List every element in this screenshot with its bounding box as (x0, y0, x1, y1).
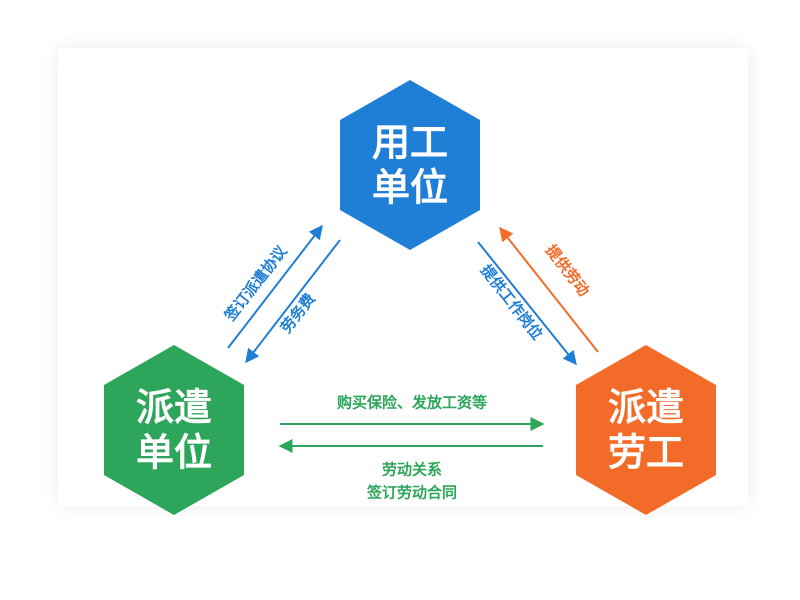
dispatched-worker-hexagon (576, 345, 716, 515)
label-labor-relation: 劳动关系 (382, 461, 442, 479)
dispatch-unit-label-line1: 派遣 (136, 386, 212, 430)
arrow-sign-agreement (227, 224, 323, 349)
arrow-provide-position (477, 241, 577, 366)
dispatch-unit-node: 派遣 单位 (104, 345, 244, 515)
dispatched-worker-label-line1: 派遣 (608, 386, 684, 430)
arrow-provide-labor (499, 226, 599, 353)
employer-label-line2: 单位 (372, 166, 448, 210)
employer-hexagon (340, 80, 480, 250)
label-sign-contract: 签订劳动合同 (366, 484, 457, 502)
dispatch-unit-label-line2: 单位 (136, 431, 212, 475)
dispatch-unit-hexagon (104, 345, 244, 515)
dispatched-worker-label-line2: 劳工 (608, 431, 684, 475)
label-insurance-wages: 购买保险、发放工资等 (337, 394, 487, 412)
employer-node: 用工 单位 (340, 80, 480, 250)
dispatched-worker-node: 派遣 劳工 (576, 345, 716, 515)
employer-label-line1: 用工 (372, 121, 448, 165)
arrow-labor-fee (245, 239, 341, 364)
